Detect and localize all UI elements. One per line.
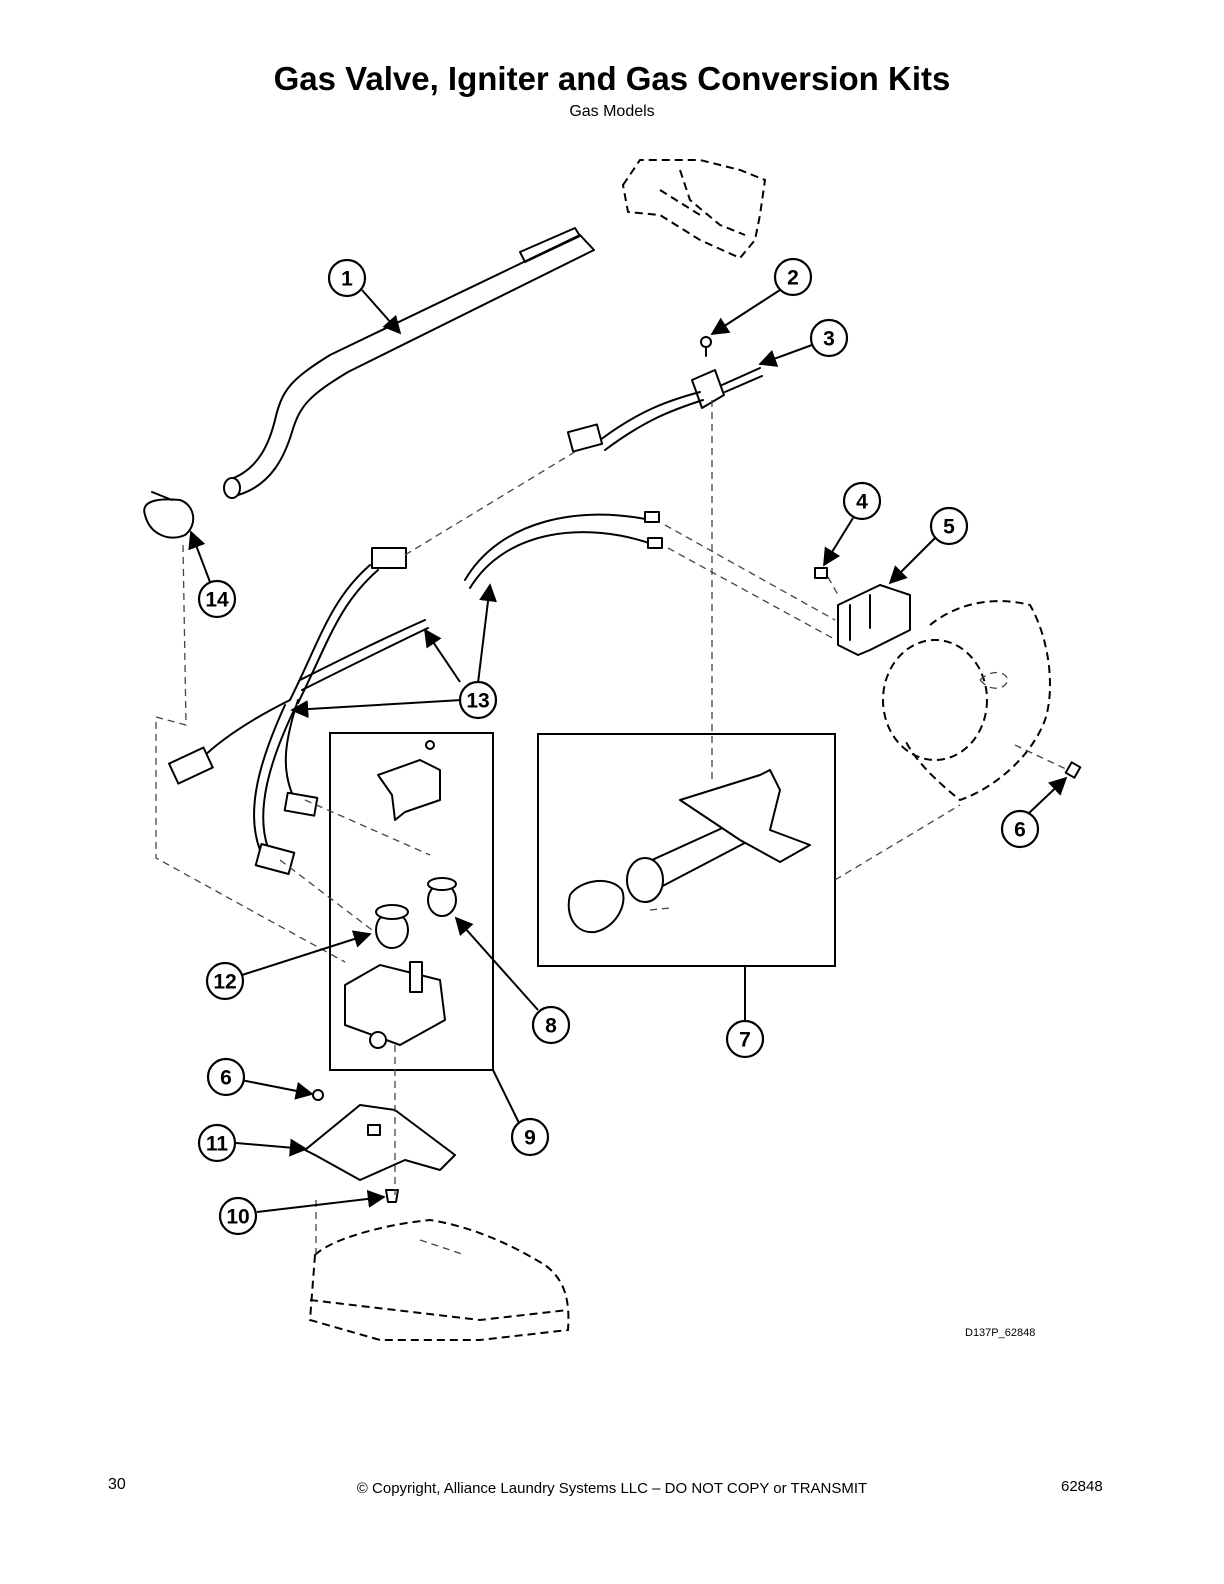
bracket-screw [814,567,828,579]
callout-5: 5 [929,506,969,546]
callout-13-label: 13 [466,690,489,713]
drawing-code: D137P_62848 [965,1327,1035,1339]
callout-7: 7 [725,1019,765,1059]
callout-8-label: 8 [545,1015,557,1038]
copyright-notice: © Copyright, Alliance Laundry Systems LL… [356,1480,868,1497]
callout-6-left-label: 6 [220,1067,232,1090]
burner-drum-outline [882,600,1051,802]
plate-screw-bottom [385,1189,399,1203]
callout-14-label: 14 [205,589,229,612]
callout-6-left: 6 [206,1057,246,1097]
igniter-bracket [837,584,911,656]
page-subtitle: Gas Models [569,103,655,120]
callout-6-right-label: 6 [1014,819,1026,842]
callout-11-label: 11 [206,1133,229,1156]
callout-10: 10 [218,1196,258,1236]
callout-1-label: 1 [341,268,353,291]
callout-5-label: 5 [943,516,955,539]
igniter [566,367,763,453]
callout-3: 3 [809,318,849,358]
callout-3-label: 3 [823,328,835,351]
plate-screw-top [312,1089,324,1101]
callout-13: 13 [458,680,498,720]
valve-mounting-plate [304,1104,456,1181]
burner-tube [567,769,811,934]
wire-harness [168,511,663,876]
callout-14: 14 [197,579,237,619]
gas-valve-body [344,961,446,1049]
callout-4: 4 [842,481,882,521]
callout-11: 11 [197,1123,237,1163]
burner-screw [1064,761,1082,779]
callout-8: 8 [531,1005,571,1045]
document-number: 62848 [1061,1478,1103,1495]
callout-12-label: 12 [213,971,236,994]
callout-12: 12 [205,961,245,1001]
gas-valve-assembly-box [329,732,494,1071]
gas-elbow-fitting [143,491,195,539]
callout-10-label: 10 [226,1206,249,1229]
base-outline [308,1218,570,1341]
callout-7-label: 7 [739,1029,751,1052]
upper-mounting-bracket-outline [621,159,767,260]
callout-2: 2 [773,257,813,297]
callout-2-label: 2 [787,267,799,290]
igniter-screw [700,336,712,357]
callout-6-right: 6 [1000,809,1040,849]
connection-lines [155,400,1069,1255]
gas-valve-coil-left [375,904,409,949]
page-title: Gas Valve, Igniter and Gas Conversion Ki… [273,60,951,97]
callout-9: 9 [510,1117,550,1157]
page-number: 30 [108,1476,126,1493]
valve-bracket [377,740,441,821]
leader-lines [188,289,1068,1213]
callout-4-label: 4 [856,491,868,514]
callout-1: 1 [327,258,367,298]
gas-valve-coil-right [427,877,457,917]
callout-9-label: 9 [524,1127,536,1150]
gas-tube [223,227,595,499]
burner-tube-assembly-box [537,733,836,967]
